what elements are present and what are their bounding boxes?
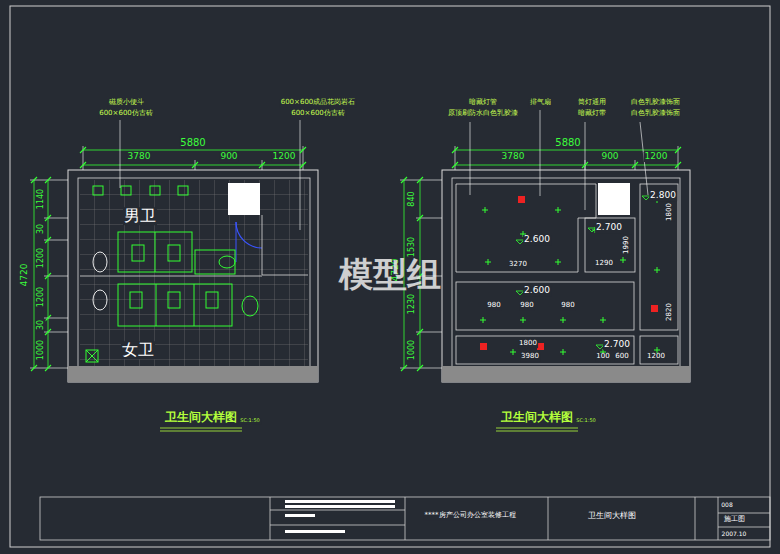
scale-text: SC:1:50 [575,418,597,424]
elevation-mark: 2.700 [603,340,631,350]
dimension-text: 1200 [37,247,46,269]
dimension-text: 1200 [37,286,46,308]
title-block-cell: ****房产公司办公室装修工程 [424,512,517,520]
note-text: 600×600成品花岗岩石 [280,99,357,107]
dimension-text: 5880 [554,137,581,148]
dimension-text: 5880 [179,137,206,148]
scale-text: SC:1:50 [239,418,261,424]
dimension-text: 1000 [37,339,46,361]
elevation-mark: 2.600 [523,235,551,245]
note-text: 筒灯通用 [577,99,607,107]
room-label: 男卫 [123,207,157,225]
dimension-text: 900 [600,152,619,162]
room-label: 女卫 [121,341,155,359]
dimension-text: 1800 [518,340,538,348]
note-text: 排气扇 [529,99,552,107]
right-extension-lines [400,110,678,368]
left-ticks [31,147,306,371]
level-marks [516,196,650,349]
right-plan [442,170,690,382]
right-ticks [401,147,681,371]
dimension-text: 980 [486,302,501,310]
title-block-cell: 008 [720,502,733,509]
title-block [40,497,770,540]
dimension-text: 3780 [501,152,526,162]
note-text: 暗藏灯管 [468,99,498,107]
dimension-text: 900 [219,152,238,162]
dimension-text: 1530 [408,236,417,258]
note-text: 600×600仿古砖 [290,110,346,118]
dimension-text: 600 [614,353,629,361]
left-extension-lines [30,120,303,368]
exhaust-fans [480,196,658,350]
dimension-text: 2820 [666,302,674,322]
drawing-title: 卫生间大样图 [500,411,574,424]
sheet-frame [10,6,770,547]
dimension-text: 3270 [508,261,528,269]
right-dimensions [404,150,678,368]
note-text: 磁质小便斗 [108,99,145,107]
title-bars [285,500,395,533]
dimension-text: 1000 [408,339,417,361]
elevation-mark: 2.800 [649,191,677,201]
dimension-text: 1140 [37,188,46,210]
dimension-text: 3980 [520,353,540,361]
note-text: 暗藏灯带 [577,110,607,118]
dimension-text: 1290 [594,260,614,268]
dimension-text: 1990 [623,235,631,255]
drawing-title: 卫生间大样图 [164,411,238,424]
title-block-cell: 卫生间大样图 [587,512,637,521]
elevation-mark: 2.600 [523,286,551,296]
dimension-text: 4720 [20,263,30,288]
elevation-mark: 2.700 [595,223,623,233]
dimension-text: 980 [560,302,575,310]
dimension-text: 1200 [272,152,297,162]
dimension-text: 840 [408,190,417,207]
note-text: 白色乳胶漆饰面 [630,110,681,118]
left-plan [68,170,318,382]
note-text: 600×600仿古砖 [98,110,154,118]
note-text: 原顶刷防水白色乳胶漆 [447,110,519,118]
title-block-cell: 2007.10 [721,531,748,538]
dimension-text: 1800 [666,202,674,222]
note-text: 白色乳胶漆饰面 [630,99,681,107]
right-title-underline [496,428,578,431]
dimension-text: 100 [595,353,610,361]
dimension-text: 30 [37,319,46,331]
title-block-cell: 施工图 [723,516,746,524]
watermark: 模型组 [338,256,442,293]
dimension-text: 980 [519,302,534,310]
left-title-underline [160,428,242,431]
left-dimensions [34,150,303,368]
dimension-text: 1230 [408,293,417,315]
dimension-text: 3780 [127,152,152,162]
dimension-text: 30 [37,223,46,235]
dimension-text: 1200 [646,353,666,361]
dimension-text: 1200 [644,152,669,162]
light-points [480,197,660,355]
